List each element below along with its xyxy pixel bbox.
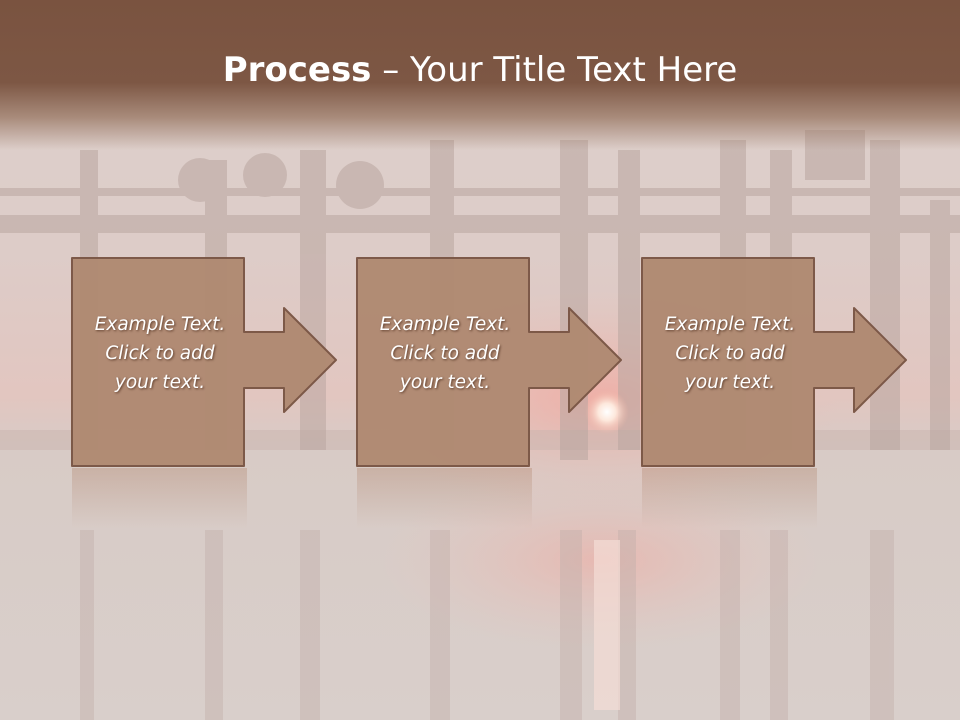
step-arrow-shape xyxy=(641,257,907,467)
process-step-1[interactable]: Example Text. Click to add your text. xyxy=(71,256,412,468)
step-text-line: your text. xyxy=(114,372,206,393)
title-bold: Process xyxy=(222,50,372,90)
step-text[interactable]: Example Text. Click to add your text. xyxy=(644,310,816,397)
step-text-line: Click to add xyxy=(105,343,215,364)
step-text-line: Example Text. xyxy=(94,314,226,335)
process-step-3[interactable]: Example Text. Click to add your text. xyxy=(641,256,960,468)
process-step-2[interactable]: Example Text. Click to add your text. xyxy=(356,256,697,468)
title-bar xyxy=(0,0,960,150)
step-reflection xyxy=(357,468,532,528)
step-text-line: Example Text. xyxy=(664,314,796,335)
step-text-line: Example Text. xyxy=(379,314,511,335)
step-reflection xyxy=(642,468,817,528)
step-text-line: your text. xyxy=(399,372,491,393)
step-arrow-shape xyxy=(356,257,622,467)
step-text-line: your text. xyxy=(684,372,776,393)
slide-title[interactable]: Process – Your Title Text Here xyxy=(0,50,960,90)
step-text-line: Click to add xyxy=(675,343,785,364)
step-arrow-shape xyxy=(71,257,337,467)
step-reflection xyxy=(72,468,247,528)
step-text-line: Click to add xyxy=(390,343,500,364)
title-rest: – Your Title Text Here xyxy=(371,50,738,90)
step-text[interactable]: Example Text. Click to add your text. xyxy=(74,310,246,397)
step-text[interactable]: Example Text. Click to add your text. xyxy=(359,310,531,397)
